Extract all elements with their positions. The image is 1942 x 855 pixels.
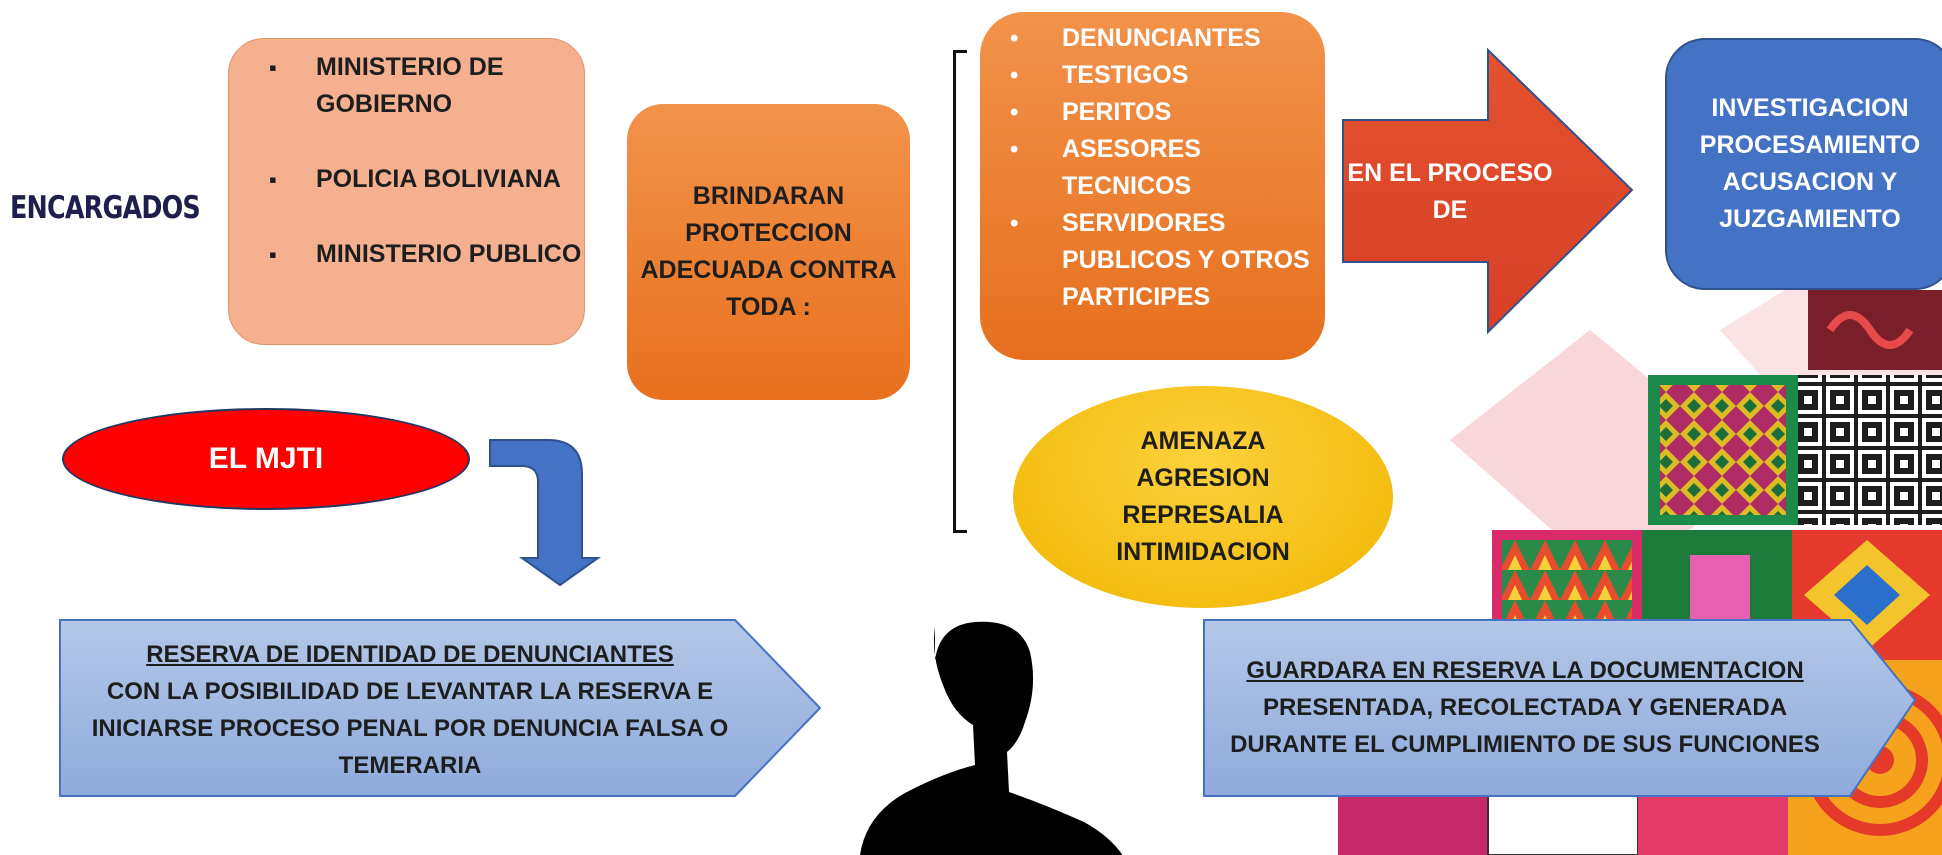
mjti-label: EL MJTI — [208, 442, 324, 475]
encargados-list: MINISTERIO DE GOBIERNO POLICIA BOLIVIANA… — [269, 49, 584, 273]
amenaza-line: REPRESALIA — [1122, 501, 1284, 529]
encargados-title: ENCARGADOS — [10, 190, 201, 226]
reserva-identidad-text: RESERVA DE IDENTIDAD DE DENUNCIANTES CON… — [70, 636, 750, 784]
encargados-box: MINISTERIO DE GOBIERNO POLICIA BOLIVIANA… — [228, 38, 585, 345]
encargado-item: MINISTERIO DE GOBIERNO — [269, 49, 584, 123]
proteccion-box: BRINDARAN PROTECCION ADECUADA CONTRA TOD… — [627, 104, 910, 400]
reserva-documentacion-text: GUARDARA EN RESERVA LA DOCUMENTACION PRE… — [1205, 652, 1845, 763]
person-silhouette — [860, 621, 1123, 855]
bent-arrow — [489, 439, 602, 587]
etapa-line: INVESTIGACION — [1711, 94, 1909, 122]
participantes-box: DENUNCIANTES TESTIGOS PERITOS ASESORES T… — [980, 12, 1325, 360]
participante-item: DENUNCIANTES — [1010, 20, 1325, 57]
amenaza-line: INTIMIDACION — [1116, 538, 1290, 566]
reserva-documentacion-body: PRESENTADA, RECOLECTADA Y GENERADA DURAN… — [1230, 694, 1820, 758]
encargado-item: MINISTERIO PUBLICO — [269, 236, 584, 273]
encargado-item: POLICIA BOLIVIANA — [269, 161, 584, 198]
participante-item: TESTIGOS — [1010, 57, 1325, 94]
pentagon-right-shape — [1203, 619, 1917, 797]
amenaza-line: AGRESION — [1136, 464, 1270, 492]
amenaza-line: AMENAZA — [1140, 427, 1266, 455]
red-arrow-shape — [1342, 47, 1634, 335]
etapas-box: INVESTIGACION PROCESAMIENTO ACUSACION Y … — [1665, 38, 1942, 290]
reserva-identidad-body: CON LA POSIBILIDAD DE LEVANTAR LA RESERV… — [91, 678, 729, 779]
participantes-list: DENUNCIANTES TESTIGOS PERITOS ASESORES T… — [1010, 20, 1325, 316]
left-bracket — [953, 50, 967, 533]
reserva-documentacion-heading: GUARDARA EN RESERVA LA DOCUMENTACION — [1246, 657, 1804, 684]
etapa-line: ACUSACION Y JUZGAMIENTO — [1719, 168, 1901, 233]
participante-item: ASESORES TECNICOS — [1010, 131, 1325, 205]
participante-item: SERVIDORES PUBLICOS Y OTROS PARTICIPES — [1010, 205, 1325, 316]
amenazas-oval: AMENAZA AGRESION REPRESALIA INTIMIDACION — [1013, 386, 1393, 608]
mjti-oval: EL MJTI — [62, 408, 470, 510]
pentagon-left-shape — [59, 619, 822, 797]
participante-item: PERITOS — [1010, 94, 1325, 131]
proceso-label: EN EL PROCESO DE — [1347, 159, 1553, 224]
reserva-identidad-heading: RESERVA DE IDENTIDAD DE DENUNCIANTES — [146, 641, 674, 668]
etapa-line: PROCESAMIENTO — [1699, 131, 1921, 159]
proteccion-text: BRINDARAN PROTECCION ADECUADA CONTRA TOD… — [640, 182, 897, 321]
